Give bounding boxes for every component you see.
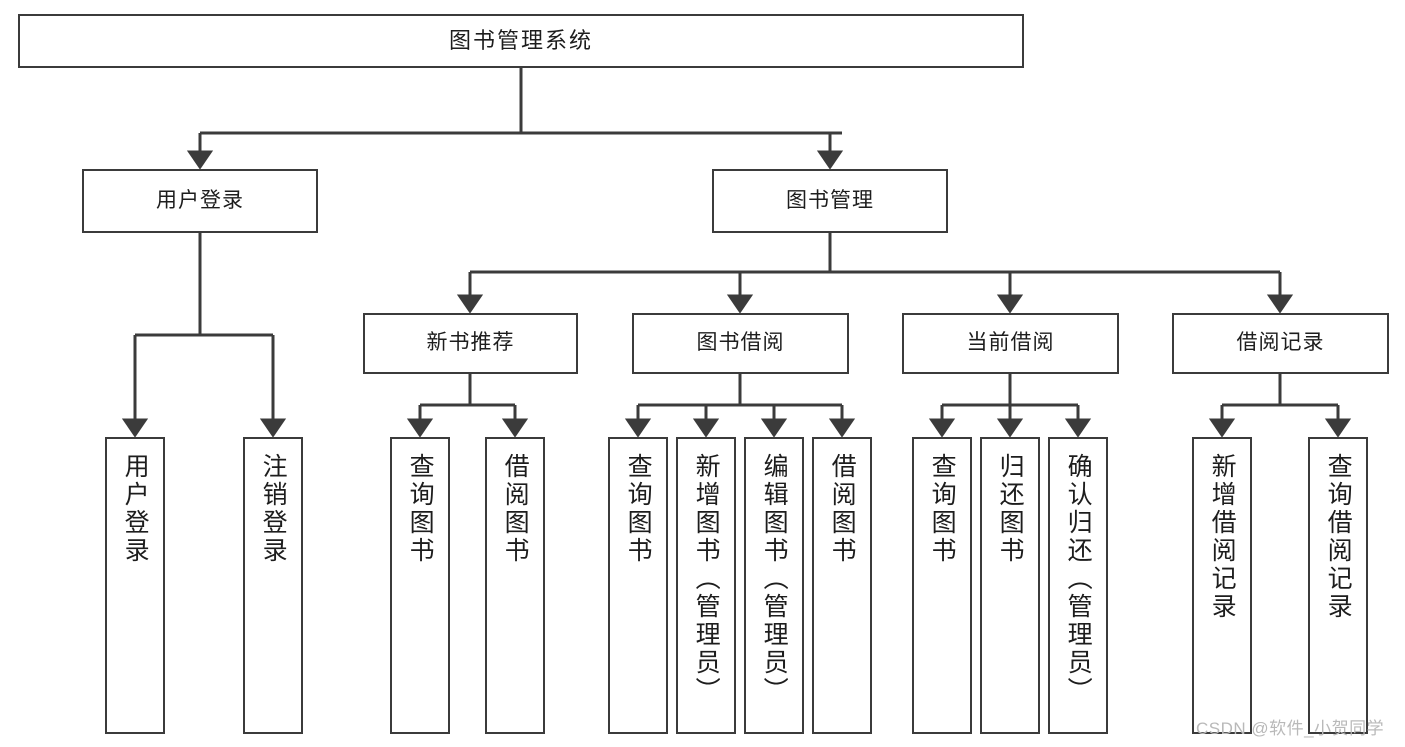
node-root-book-management-system[interactable]: 图书管理系统 xyxy=(18,14,1024,68)
node-label: 归还图书 xyxy=(996,453,1025,565)
node-label: 查询图书 xyxy=(928,453,957,565)
node-leaf-user-login[interactable]: 用户登录 xyxy=(105,437,165,734)
node-leaf-add-borrow-record[interactable]: 新增借阅记录 xyxy=(1192,437,1252,734)
node-label: 查询图书 xyxy=(406,453,435,565)
node-label: 用户登录 xyxy=(156,188,244,212)
node-label: 借阅图书 xyxy=(501,453,530,565)
node-label: 新增借阅记录 xyxy=(1208,453,1237,621)
node-label: 当前借阅 xyxy=(966,331,1055,355)
node-current-borrow[interactable]: 当前借阅 xyxy=(902,313,1119,374)
node-label: 借阅图书 xyxy=(828,453,857,565)
node-leaf-edit-book[interactable]: 编辑图书（管理员） xyxy=(744,437,804,734)
node-leaf-confirm-return[interactable]: 确认归还（管理员） xyxy=(1048,437,1108,734)
node-label: 新书推荐 xyxy=(426,331,515,355)
node-label: 确认归还（管理员） xyxy=(1064,453,1093,705)
node-leaf-add-book[interactable]: 新增图书（管理员） xyxy=(676,437,736,734)
node-label: 查询借阅记录 xyxy=(1324,453,1353,621)
node-label: 查询图书 xyxy=(624,453,653,565)
node-user-login[interactable]: 用户登录 xyxy=(82,169,318,233)
node-label: 图书借阅 xyxy=(696,331,785,355)
node-leaf-borrow-book[interactable]: 借阅图书 xyxy=(812,437,872,734)
node-label: 图书管理 xyxy=(786,188,874,212)
node-label: 编辑图书（管理员） xyxy=(760,453,789,705)
node-leaf-query-book-borrow[interactable]: 查询图书 xyxy=(608,437,668,734)
node-leaf-query-borrow-record[interactable]: 查询借阅记录 xyxy=(1308,437,1368,734)
node-book-management[interactable]: 图书管理 xyxy=(712,169,948,233)
node-label: 用户登录 xyxy=(121,453,150,565)
node-leaf-user-logout[interactable]: 注销登录 xyxy=(243,437,303,734)
node-leaf-borrow-book-rec[interactable]: 借阅图书 xyxy=(485,437,545,734)
node-borrow-record[interactable]: 借阅记录 xyxy=(1172,313,1389,374)
node-label: 新增图书（管理员） xyxy=(692,453,721,705)
node-leaf-query-book-rec[interactable]: 查询图书 xyxy=(390,437,450,734)
node-new-book-recommend[interactable]: 新书推荐 xyxy=(363,313,578,374)
node-label: 借阅记录 xyxy=(1236,331,1325,355)
node-book-borrow[interactable]: 图书借阅 xyxy=(632,313,849,374)
node-leaf-return-book[interactable]: 归还图书 xyxy=(980,437,1040,734)
csdn-watermark: CSDN @软件_小贺同学 xyxy=(1196,719,1385,738)
node-leaf-query-book-current[interactable]: 查询图书 xyxy=(912,437,972,734)
node-label: 图书管理系统 xyxy=(448,28,593,54)
node-label: 注销登录 xyxy=(259,453,288,565)
